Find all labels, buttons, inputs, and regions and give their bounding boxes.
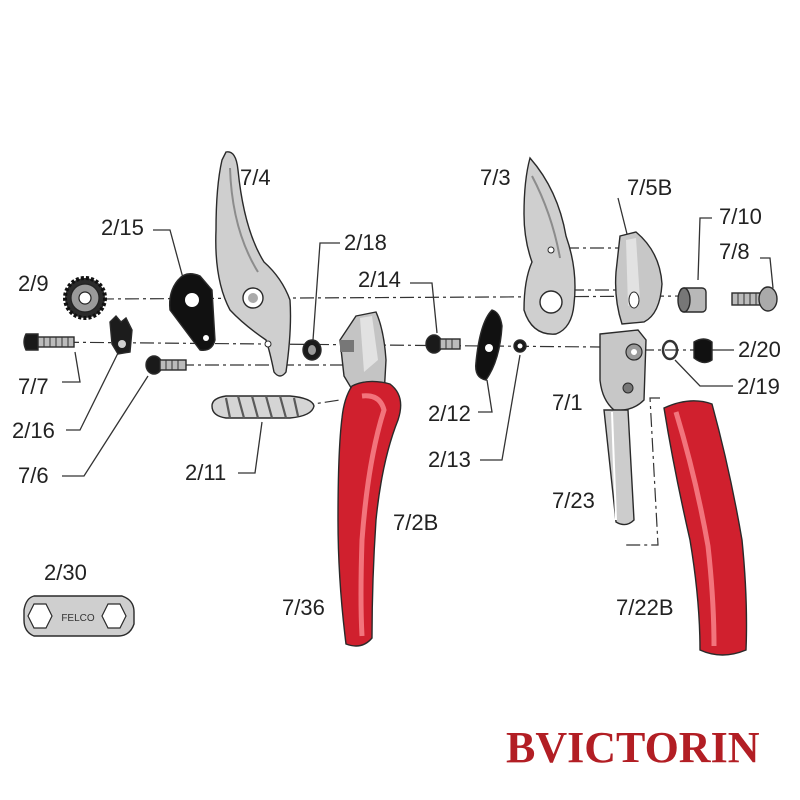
leader-2-15 <box>153 229 184 279</box>
leader-7-10 <box>697 217 712 281</box>
black-lock-key <box>475 309 503 381</box>
label-7-4: 7/4 <box>240 165 271 190</box>
bushing <box>677 287 707 313</box>
leader-7-6 <box>62 375 149 477</box>
label-7-23: 7/23 <box>552 488 595 513</box>
leader-7-7 <box>62 351 81 383</box>
wrench-stamp: FELCO <box>61 613 95 624</box>
label-2-30: 2/30 <box>44 560 87 585</box>
right-handle-body <box>599 329 647 411</box>
label-2-20: 2/20 <box>738 337 781 362</box>
label-7-2b: 7/2B <box>393 510 439 535</box>
leader-2-19 <box>674 359 733 387</box>
o-ring <box>661 339 679 361</box>
cutting-blade <box>523 156 576 335</box>
left-red-handle <box>337 380 402 647</box>
leader-2-16 <box>66 352 119 431</box>
label-2-15: 2/15 <box>101 215 144 240</box>
assembly-axis-handle <box>625 397 660 546</box>
label-7-7: 7/7 <box>18 374 49 399</box>
brand-logo: BVICTORIN <box>506 723 760 772</box>
leader-2-12 <box>478 379 493 413</box>
nylon-washer <box>302 339 322 361</box>
spring-clip <box>109 314 133 355</box>
label-7-6: 7/6 <box>18 463 49 488</box>
leader-2-11 <box>238 421 263 474</box>
label-7-36: 7/36 <box>282 595 325 620</box>
leader-2-14 <box>410 282 438 334</box>
anvil-blade <box>215 151 292 377</box>
label-2-13: 2/13 <box>428 447 471 472</box>
coil-spring <box>211 395 315 419</box>
leader-2-18 <box>312 242 340 341</box>
label-7-8: 7/8 <box>719 239 750 264</box>
label-7-22b: 7/22B <box>616 595 674 620</box>
toothed-adjusting-gear <box>63 276 107 320</box>
adjusting-screw <box>145 355 187 375</box>
label-2-9: 2/9 <box>18 271 49 296</box>
label-2-11: 2/11 <box>185 460 227 485</box>
bushing-screw <box>731 286 778 312</box>
label-7-1: 7/1 <box>552 390 583 415</box>
label-2-12: 2/12 <box>428 401 471 426</box>
label-7-3: 7/3 <box>480 165 511 190</box>
right-handle-upper <box>614 231 663 325</box>
small-nut <box>513 339 527 353</box>
leader-7-8 <box>760 257 774 289</box>
assembly-axis-upper <box>99 295 691 300</box>
pivot-bolt <box>23 333 75 351</box>
label-7-5b: 7/5B <box>627 175 673 200</box>
handle-rod <box>603 409 635 526</box>
leader-7-5b <box>617 197 629 239</box>
black-cap <box>693 338 713 364</box>
adjusting-wrench: FELCO <box>23 595 135 637</box>
label-2-19: 2/19 <box>737 374 780 399</box>
right-red-handle <box>663 400 748 656</box>
label-2-16: 2/16 <box>12 418 55 443</box>
label-7-10: 7/10 <box>719 204 762 229</box>
leader-2-13 <box>480 354 521 461</box>
label-2-14: 2/14 <box>358 267 401 292</box>
label-2-18: 2/18 <box>344 230 387 255</box>
black-adjusting-plate <box>168 273 216 351</box>
blade-screw <box>425 334 461 354</box>
